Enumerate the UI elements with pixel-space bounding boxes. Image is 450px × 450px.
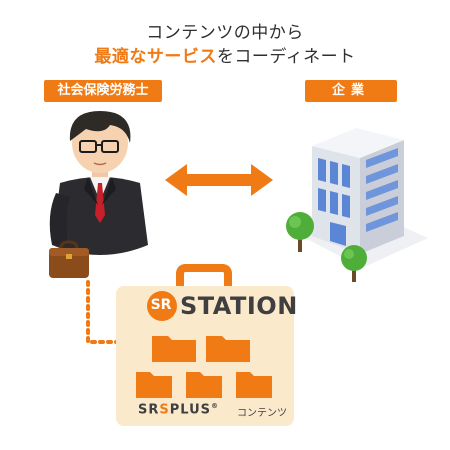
srsplus-trademark: ®	[211, 402, 220, 410]
briefcase-icon	[49, 240, 89, 278]
building-icon	[290, 128, 428, 268]
label-social-insurance-consultant: 社会保険労務士	[44, 80, 162, 102]
title-line1: コンテンツの中から	[146, 23, 304, 43]
folder-icon	[136, 372, 272, 398]
srsplus-plus: PLUS	[169, 402, 212, 418]
srsplus-s: S	[159, 402, 170, 418]
srsplus-sr: SR	[138, 402, 160, 418]
station-name: STATION	[180, 292, 298, 320]
bag-icon	[116, 264, 294, 426]
folder-icon	[152, 336, 250, 362]
tree-icon	[341, 245, 367, 282]
tree-icon	[286, 212, 314, 252]
double-arrow-icon	[165, 164, 273, 196]
person-icon	[49, 111, 148, 255]
sr-logo-text: SR	[150, 297, 172, 313]
title-rest: をコーディネート	[216, 47, 356, 67]
srsplus-sub: コンテンツ	[237, 408, 287, 419]
title-highlight: 最適なサービス	[94, 47, 217, 67]
title-line2: 最適なサービスをコーディネート	[0, 42, 450, 67]
label-company: 企業	[305, 80, 397, 102]
srsplus-logo: SRSPLUS®	[138, 402, 219, 417]
